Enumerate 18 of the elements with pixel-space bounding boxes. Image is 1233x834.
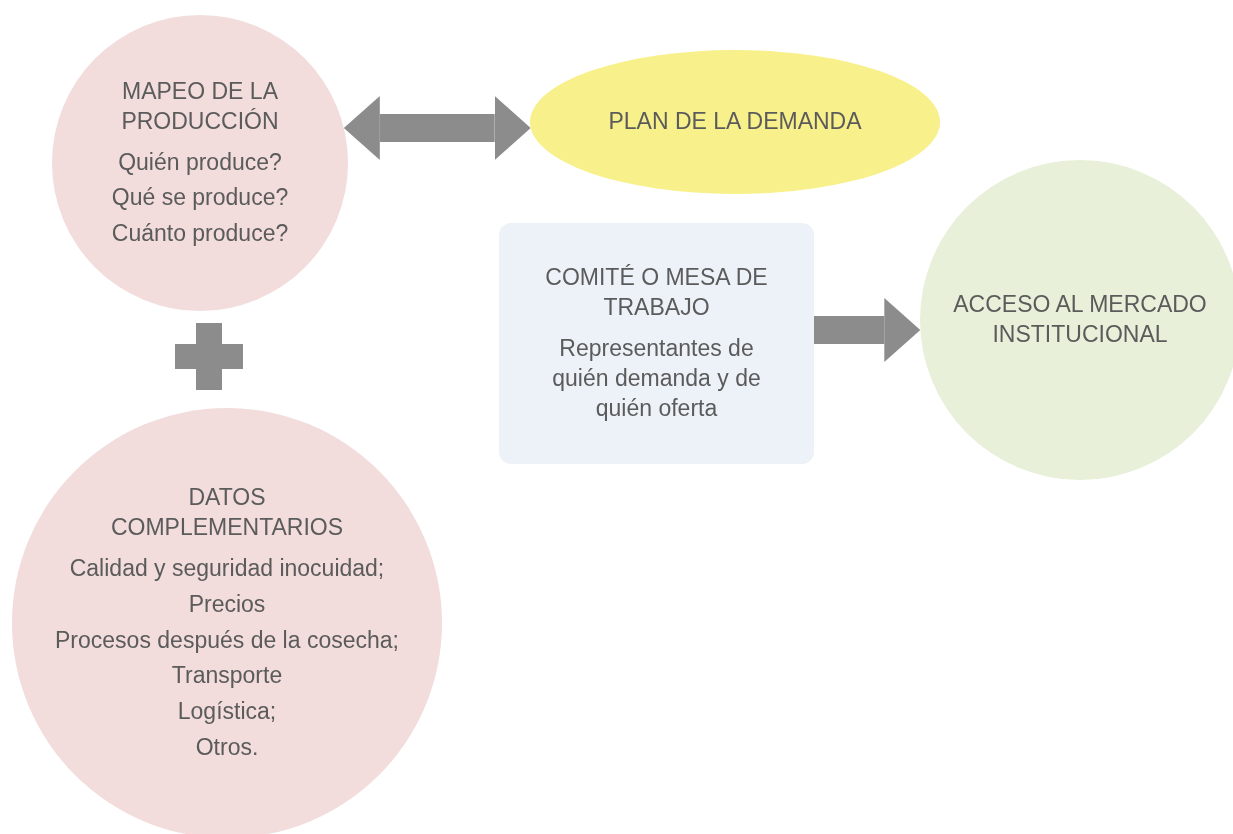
node-text: Cuánto produce? xyxy=(111,219,289,249)
node-text: Representantes de quién demanda y de quién oferta xyxy=(551,334,762,423)
node-heading: COMITÉ O MESA DE TRABAJO xyxy=(544,263,769,323)
node-text: Precios xyxy=(188,589,266,619)
node-text: Procesos después de la cosecha; xyxy=(55,625,399,655)
double-arrow xyxy=(343,96,531,160)
node-heading: MAPEO DE LA PRODUCCIÓN xyxy=(120,76,280,136)
node-heading: PLAN DE LA DEMANDA xyxy=(608,107,862,137)
node-heading: DATOS COMPLEMENTARIOS xyxy=(109,482,345,542)
node-text: Calidad y seguridad inocuidad; xyxy=(69,553,385,583)
node-text: Quién produce? xyxy=(118,147,282,177)
node-heading: ACCESO AL MERCADO INSTITUCIONAL xyxy=(952,290,1208,349)
node-text: Otros. xyxy=(195,733,259,763)
node-text: Transporte xyxy=(171,661,283,691)
arrow xyxy=(814,298,921,362)
rounded-box xyxy=(499,223,814,464)
node-text: Logística; xyxy=(177,697,277,727)
node-text: Qué se produce? xyxy=(111,183,289,213)
